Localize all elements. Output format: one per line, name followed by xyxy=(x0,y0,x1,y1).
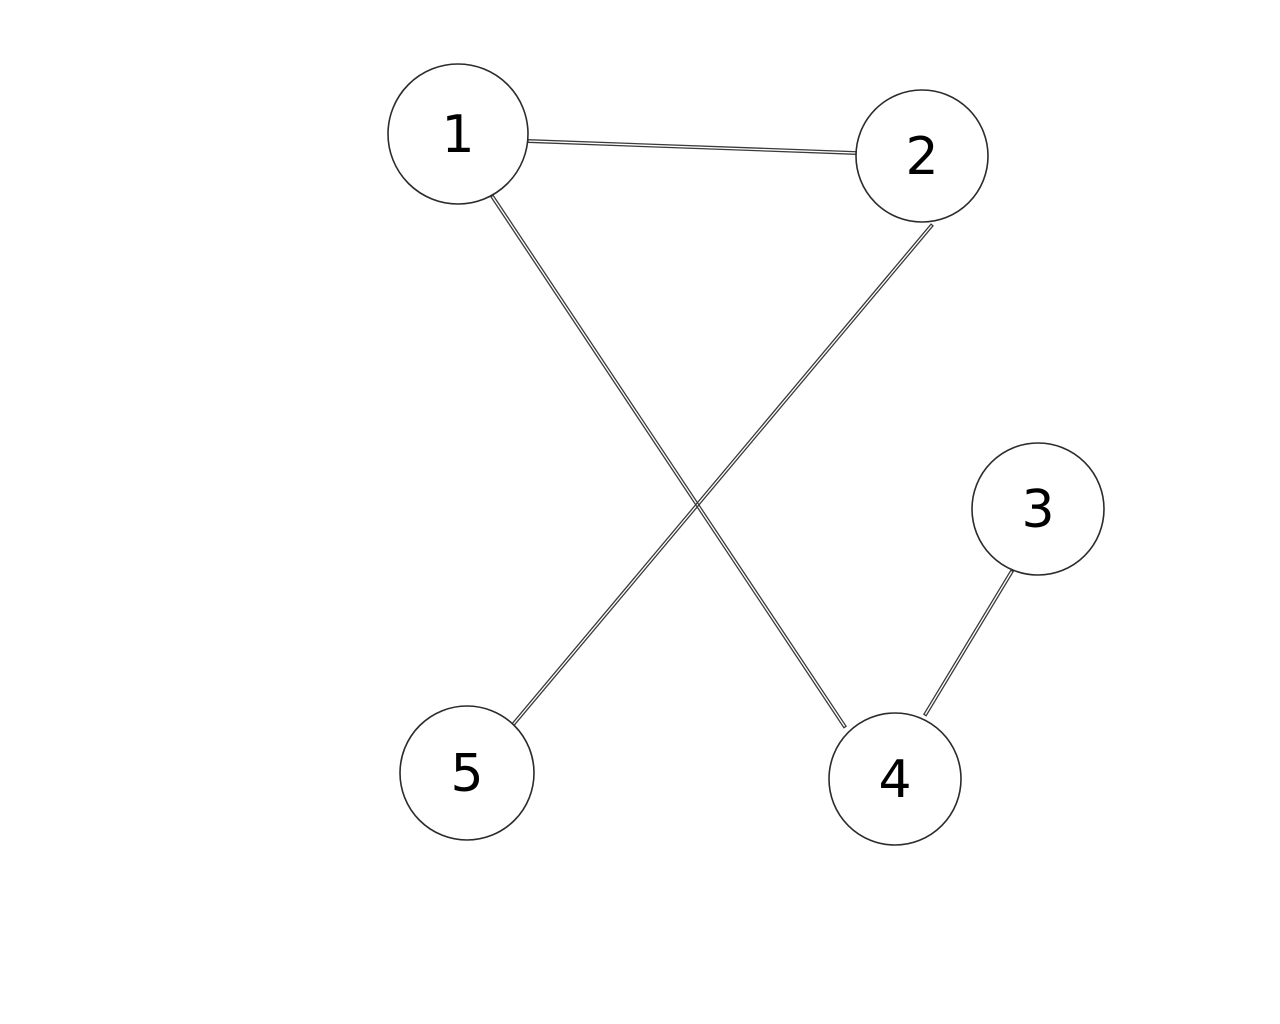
node-label: 5 xyxy=(450,744,483,804)
nodes-layer: 1 2 3 4 5 xyxy=(387,63,1105,846)
node-circle[interactable] xyxy=(971,442,1105,576)
edge-outline xyxy=(922,569,1015,717)
node-label: 4 xyxy=(878,750,911,810)
graph-node-2[interactable]: 2 xyxy=(855,89,989,223)
node-circle[interactable] xyxy=(855,89,989,223)
node-circle[interactable] xyxy=(399,705,535,841)
graph-edge xyxy=(922,569,1015,717)
node-circle[interactable] xyxy=(387,63,529,205)
node-label: 3 xyxy=(1021,480,1054,540)
graph-node-1[interactable]: 1 xyxy=(387,63,529,205)
graph-node-5[interactable]: 5 xyxy=(399,705,535,841)
node-circle[interactable] xyxy=(828,712,962,846)
graph-node-4[interactable]: 4 xyxy=(828,712,962,846)
graph-node-3[interactable]: 3 xyxy=(971,442,1105,576)
node-label: 1 xyxy=(441,105,474,165)
node-label: 2 xyxy=(905,127,938,187)
